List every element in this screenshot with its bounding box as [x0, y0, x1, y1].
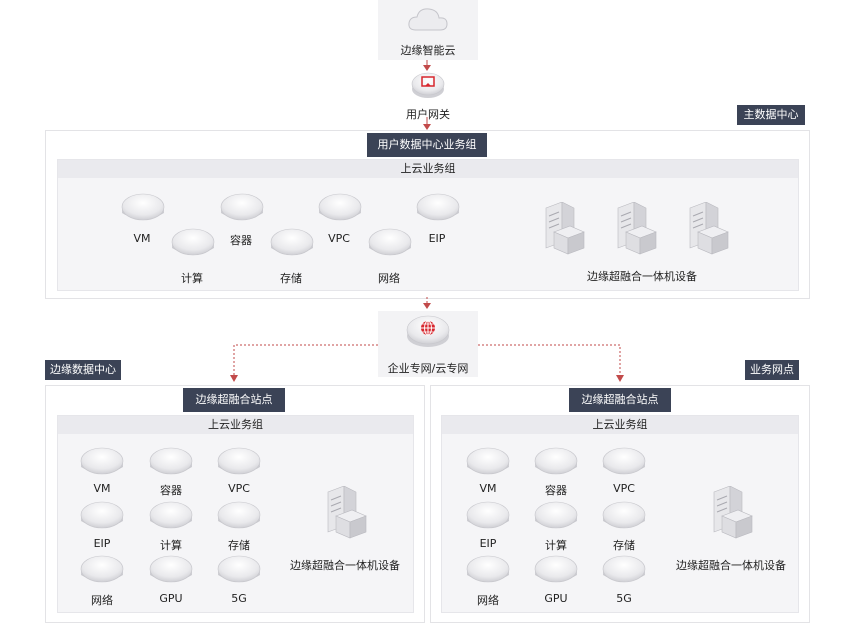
edge-dc-site-tag: 边缘超融合站点 — [183, 388, 285, 412]
disk-storage — [602, 501, 646, 529]
disk-label-5g: 5G — [231, 592, 247, 605]
biz-site-appliance-label: 边缘超融合一体机设备 — [676, 559, 786, 572]
edge-dc-appliance-label: 边缘超融合一体机设备 — [290, 559, 400, 572]
cloud-node: 边缘智能云 — [378, 0, 478, 60]
cloud-label: 边缘智能云 — [400, 44, 456, 57]
disk-network — [466, 555, 510, 583]
disk-eip — [466, 501, 510, 529]
disk-container — [149, 447, 193, 475]
disk-vpc — [318, 193, 362, 221]
disk-label-network: 网络 — [91, 594, 113, 607]
main-dc-subgroup-title: 上云业务组 — [58, 160, 798, 178]
disk-storage — [217, 501, 261, 529]
disk-label-container: 容器 — [230, 234, 252, 247]
server-icon — [545, 202, 585, 255]
disk-label-storage: 存储 — [613, 539, 635, 552]
biz-site-badge: 业务网点 — [745, 360, 799, 380]
disk-container — [534, 447, 578, 475]
disk-label-5g: 5G — [616, 592, 632, 605]
gateway-label: 用户网关 — [406, 108, 450, 121]
edge-dc-badge: 边缘数据中心 — [45, 360, 121, 380]
cloud-icon — [408, 8, 448, 31]
main-dc-badge: 主数据中心 — [737, 105, 805, 125]
main-dc-subgroup — [57, 159, 799, 291]
disk-label-eip: EIP — [93, 537, 111, 550]
disk-5g — [602, 555, 646, 583]
disk-gpu — [534, 555, 578, 583]
disk-vm — [121, 193, 165, 221]
disk-label-storage: 存储 — [228, 539, 250, 552]
disk-compute — [171, 228, 215, 256]
disk-vpc — [217, 447, 261, 475]
biz-site-tag: 边缘超融合站点 — [569, 388, 671, 412]
disk-eip — [416, 193, 460, 221]
router-icon — [411, 72, 445, 98]
disk-label-vpc: VPC — [613, 482, 635, 495]
disk-label-gpu: GPU — [159, 592, 183, 605]
edge-dc-subgroup-title: 上云业务组 — [58, 416, 413, 434]
disk-network — [80, 555, 124, 583]
wan-node: 企业专网/云专网 — [378, 311, 478, 377]
connector-wan-edge — [230, 344, 378, 382]
biz-site-subgroup-title: 上云业务组 — [442, 416, 798, 434]
disk-5g — [217, 555, 261, 583]
disk-label-eip: EIP — [428, 232, 446, 245]
disk-container — [220, 193, 264, 221]
disk-vm — [80, 447, 124, 475]
main-dc-appliance-label: 边缘超融合一体机设备 — [587, 270, 697, 283]
disk-label-compute: 计算 — [181, 272, 203, 285]
disk-network — [368, 228, 412, 256]
main-dc-group-tag: 用户数据中心业务组 — [367, 133, 487, 157]
connector-gateway-dc — [423, 117, 431, 130]
server-icon — [713, 486, 753, 539]
disk-label-network: 网络 — [378, 272, 400, 285]
disk-label-compute: 计算 — [545, 539, 567, 552]
disk-label-gpu: GPU — [544, 592, 568, 605]
disk-label-compute: 计算 — [160, 539, 182, 552]
disk-vm — [466, 447, 510, 475]
server-icon — [327, 486, 367, 539]
wan-label: 企业专网/云专网 — [387, 362, 469, 375]
disk-gpu — [149, 555, 193, 583]
disk-label-network: 网络 — [477, 594, 499, 607]
disk-label-vm: VM — [133, 232, 151, 245]
disk-label-container: 容器 — [160, 484, 182, 497]
disk-label-vpc: VPC — [228, 482, 250, 495]
disk-label-vpc: VPC — [328, 232, 350, 245]
gateway-node: 用户网关 — [398, 70, 458, 126]
connector-dc-wan — [423, 297, 431, 309]
server-icon — [689, 202, 729, 255]
connector-wan-site — [478, 344, 624, 382]
disk-compute — [149, 501, 193, 529]
disk-storage — [270, 228, 314, 256]
disk-label-storage: 存储 — [280, 272, 302, 285]
disk-compute — [534, 501, 578, 529]
connector-cloud-gateway — [423, 60, 431, 71]
disk-label-vm: VM — [479, 482, 497, 495]
disk-eip — [80, 501, 124, 529]
disk-label-container: 容器 — [545, 484, 567, 497]
globe-icon — [406, 315, 450, 347]
disk-label-eip: EIP — [479, 537, 497, 550]
disk-vpc — [602, 447, 646, 475]
server-icon — [617, 202, 657, 255]
disk-label-vm: VM — [93, 482, 111, 495]
